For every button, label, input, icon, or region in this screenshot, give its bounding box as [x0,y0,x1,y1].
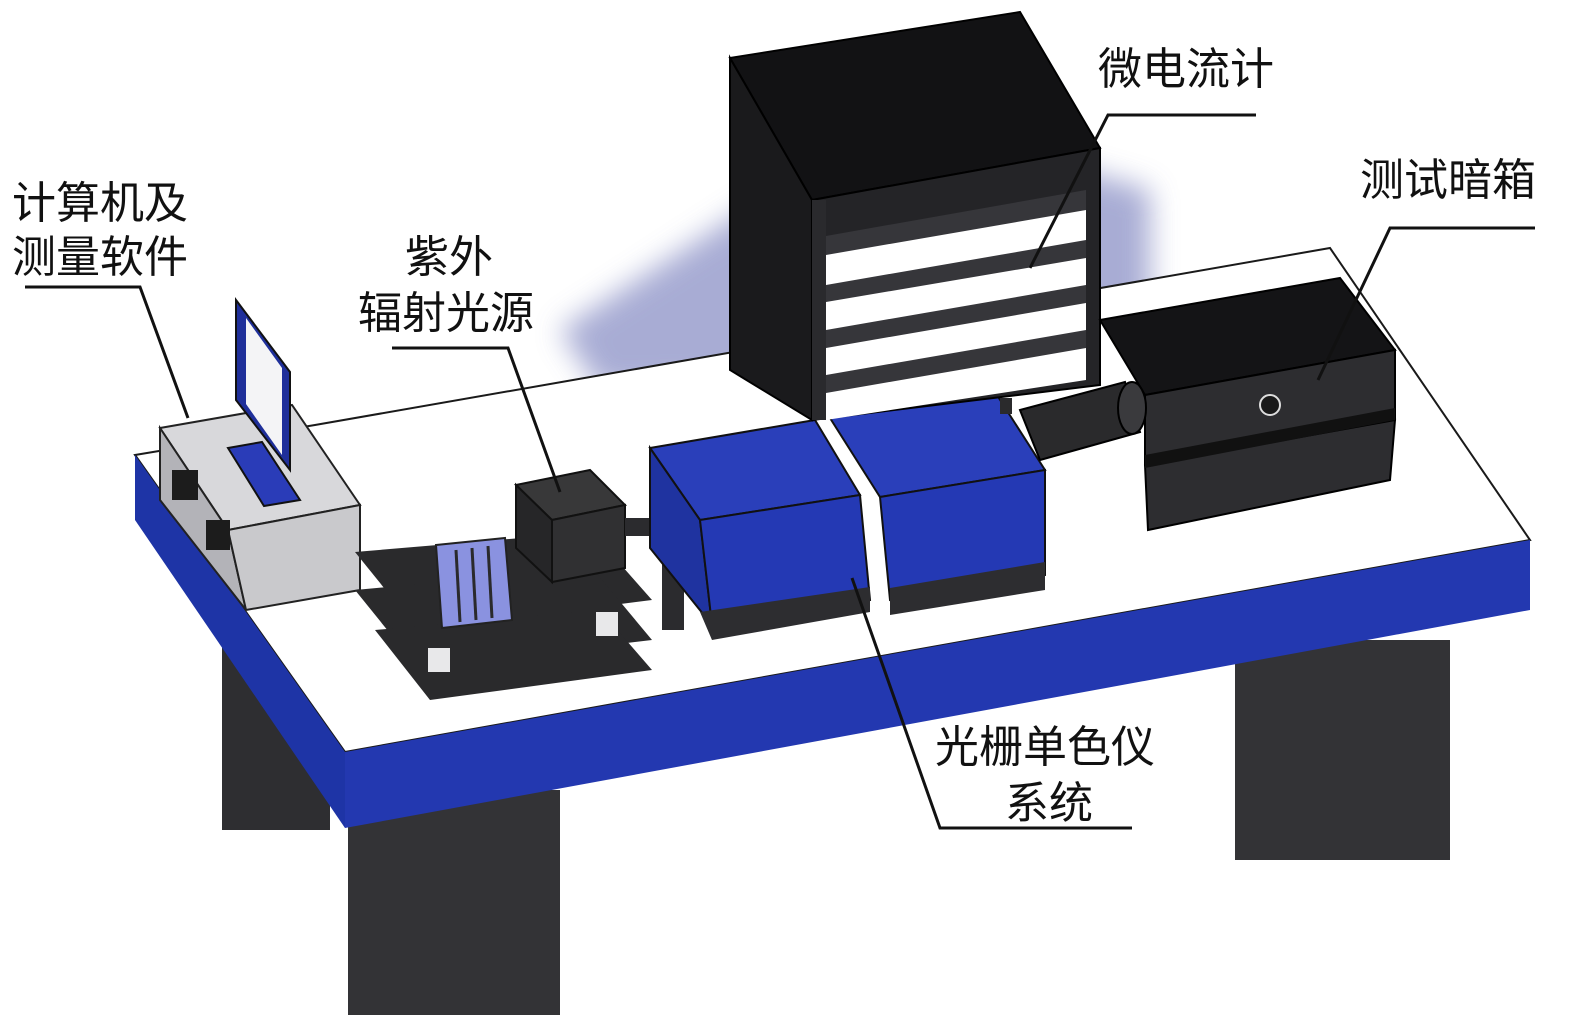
label-uv-line2: 辐射光源 [358,288,534,339]
label-monochromator-line1: 光栅单色仪 [935,722,1155,773]
table-leg-right-front [1235,640,1450,860]
table-side-left [135,455,345,828]
leader-monochromator [850,577,1132,830]
label-picoammeter: 微电流计 [1098,44,1274,95]
dark-test-box [1000,276,1397,532]
leader-darkbox [1316,226,1535,381]
label-computer-line1: 计算机及 [12,178,188,229]
keyboard [226,440,302,508]
leader-picoammeter [1028,113,1256,269]
darkbox-connector [1018,380,1142,462]
computer-unit [158,297,362,612]
label-darkbox: 测试暗箱 [1360,155,1536,206]
table-leg-left-front [348,790,560,1015]
picoammeter-rack [728,10,1102,422]
darkbox-knob [1259,394,1281,416]
label-uv-line1: 紫外 [405,232,493,283]
uv-source [355,468,684,700]
label-monochromator-line2: 系统 [1005,778,1093,829]
table-side-front [345,540,1530,828]
label-computer-line2: 测量软件 [12,232,188,283]
monochromator [648,390,1047,640]
leader-uv [392,346,562,493]
leader-computer [25,285,190,419]
